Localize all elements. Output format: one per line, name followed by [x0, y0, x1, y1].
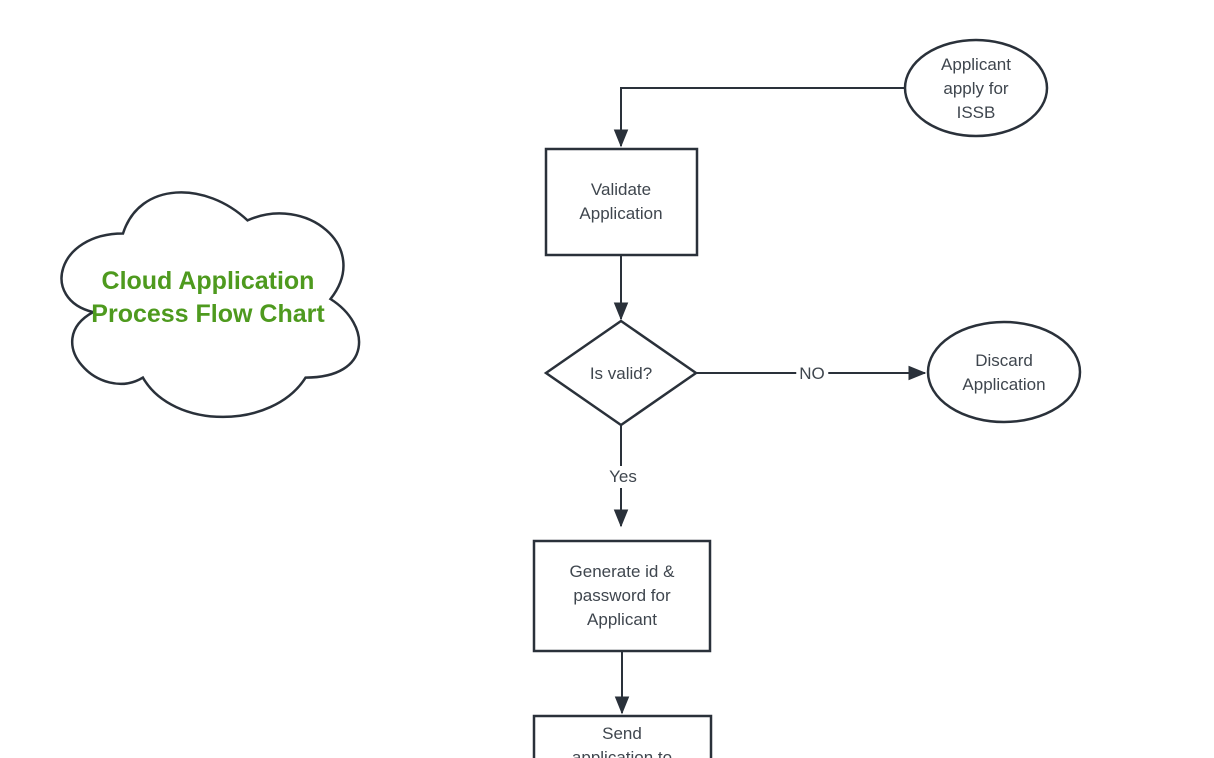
- cloud-shape: [60, 191, 361, 418]
- cloud-title-text: Cloud Application Process Flow Chart: [91, 267, 325, 328]
- discard-node-shape: [926, 320, 1082, 424]
- discard-node-label: Discard Application: [962, 351, 1046, 394]
- validate-node-shape: [544, 147, 699, 257]
- start-node-label: Applicant apply for ISSB: [941, 55, 1011, 122]
- send-node-shape: [532, 714, 713, 758]
- connector-start-to-validate: [613, 87, 905, 148]
- generate-node-shape: [532, 539, 712, 653]
- edge-label-yes: Yes: [606, 466, 640, 488]
- send-node-label: Send application to: [571, 724, 673, 758]
- decision-node-shape: [543, 319, 699, 427]
- generate-node-label: Generate id & password for Applicant: [569, 562, 675, 629]
- decision-node-label: Is valid?: [589, 364, 653, 383]
- edge-label-no: NO: [796, 363, 828, 385]
- start-node-shape: [903, 38, 1049, 138]
- validate-node-label: Validate Application: [579, 180, 663, 223]
